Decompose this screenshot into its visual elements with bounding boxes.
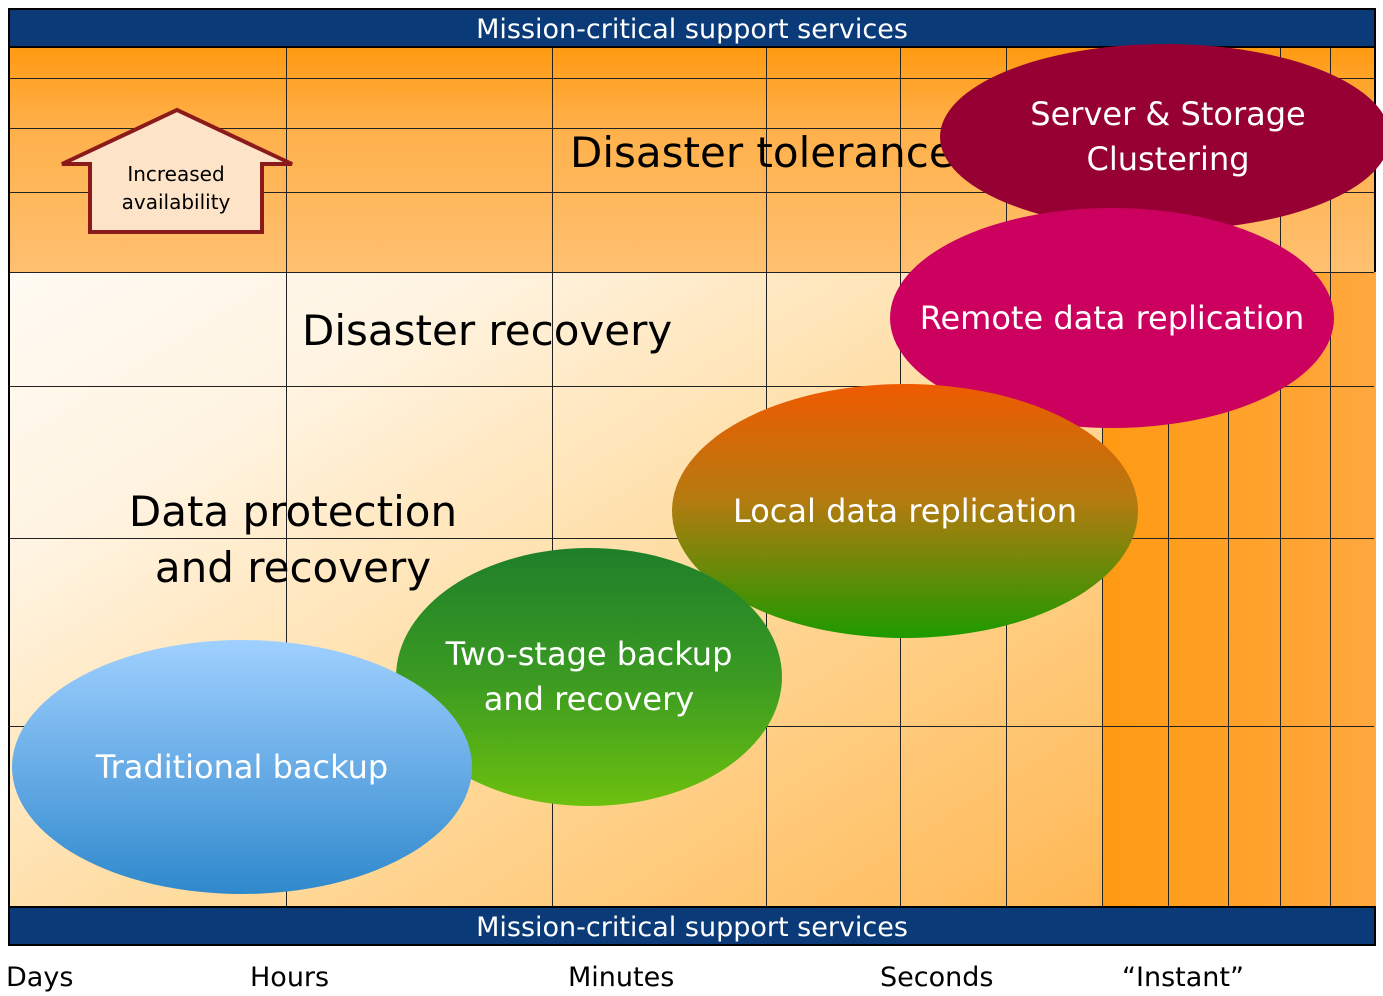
grid-line [10,128,1374,129]
bottom-banner: Mission-critical support services [8,906,1376,946]
axis-label-instant: “Instant” [1122,962,1244,993]
server-storage-clustering-ellipse: Server & Storage Clustering [940,44,1383,230]
axis-label-days: Days [6,962,74,993]
axis-label-hours: Hours [250,962,330,993]
grid-line [10,192,1374,193]
grid-line [1280,48,1281,906]
grid-line [1168,48,1169,906]
grid-line [10,78,1374,79]
traditional-backup-label: Traditional backup [95,747,389,786]
axis-label-minutes: Minutes [568,962,675,993]
grid-line [552,48,553,906]
grid-line [10,272,1374,273]
grid-line [286,48,287,906]
bottom-banner-label: Mission-critical support services [476,912,908,943]
two-stage-backup-label: Two-stage backup and recovery [445,635,733,718]
grid-line [1330,48,1331,906]
disaster-recovery-label: Disaster recovery [302,306,673,355]
server-storage-clustering-label: Server & Storage Clustering [1030,95,1306,178]
local-data-replication-ellipse: Local data replication [672,384,1138,638]
disaster-tolerance-label: Disaster tolerance [570,128,955,177]
up-arrow-icon [61,107,293,234]
grid-line [10,386,1374,387]
traditional-backup-ellipse: Traditional backup [12,640,472,894]
top-banner: Mission-critical support services [8,8,1376,48]
top-banner-label: Mission-critical support services [476,14,908,45]
axis-label-seconds: Seconds [880,962,994,993]
grid-line [1228,48,1229,906]
data-protection-label: Data protection and recovery [128,487,458,592]
increased-availability-label: Increased availability [121,162,231,214]
local-data-replication-label: Local data replication [732,491,1078,530]
remote-data-replication-label: Remote data replication [919,298,1305,337]
